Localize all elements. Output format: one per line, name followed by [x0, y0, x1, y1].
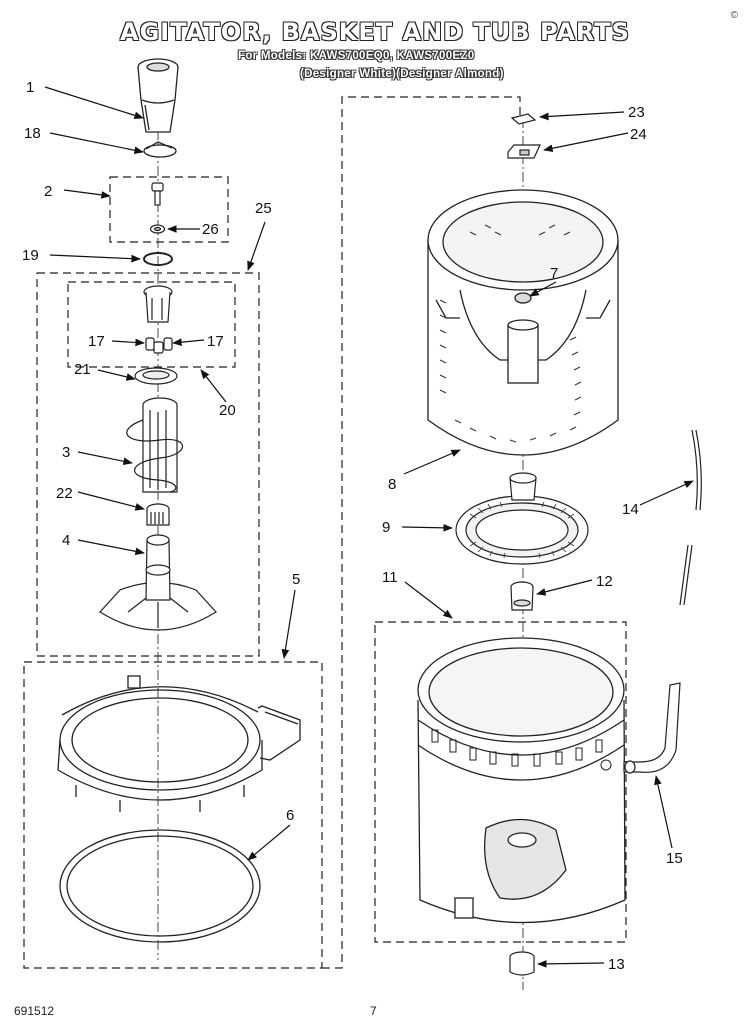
callout-19: 19: [22, 247, 39, 264]
callout-23: 23: [628, 104, 645, 121]
callout-22: 22: [56, 485, 73, 502]
diagram-title: AGITATOR, BASKET AND TUB PARTS: [120, 18, 630, 46]
part-5-tub-ring: [57, 675, 301, 812]
group-box-25: [36, 272, 260, 657]
group-box-11: [374, 621, 627, 943]
tub-slots: [431, 729, 612, 771]
leader-9: [401, 523, 453, 532]
part-15-drain-hose: [623, 682, 681, 774]
connector-line: [322, 96, 521, 969]
part-3-agitator-barrel: [126, 397, 183, 493]
callout-1: 1: [26, 79, 34, 96]
part-19-ring: [143, 252, 173, 266]
part-2-bolt: [149, 182, 166, 234]
callout-6: 6: [286, 807, 294, 824]
part-6-snap-ring: [59, 829, 261, 943]
leader-11: [404, 581, 453, 619]
model-finishes: (Designer White)(Designer Almond): [300, 68, 504, 80]
drawing-code: 691512: [14, 1004, 55, 1018]
callout-15: 15: [666, 850, 683, 867]
callout-8: 8: [388, 476, 396, 493]
leader-19: [49, 254, 141, 263]
leader-14: [639, 480, 694, 506]
part-23-clip: [510, 113, 537, 125]
leader-22: [77, 491, 145, 511]
leader-7: [529, 281, 557, 297]
leader-18: [49, 132, 144, 155]
callout-7: 7: [550, 265, 558, 282]
callout-2: 2: [44, 183, 52, 200]
callout-5: 5: [292, 571, 300, 588]
leader-20: [200, 369, 227, 403]
leader-25: [247, 221, 266, 271]
callout-24: 24: [630, 126, 647, 143]
part-11-outer-tub: [417, 637, 626, 924]
callout-11: 11: [382, 569, 398, 586]
part-4-agitator-base: [99, 534, 217, 631]
callout-12: 12: [596, 573, 613, 590]
part-18-seal: [143, 141, 177, 158]
model-numbers: For Models: KAWS700EQ0, KAWS700EZ0: [238, 50, 475, 62]
part-24-cap: [507, 144, 541, 159]
leader-15: [654, 775, 673, 849]
callout-17-left: 17: [88, 333, 105, 350]
leader-8: [403, 449, 461, 475]
part-9-hub: [455, 472, 589, 565]
leader-4: [77, 539, 145, 556]
leader-23: [539, 111, 625, 121]
part-22-spline: [146, 503, 170, 526]
callout-20: 20: [219, 402, 236, 419]
leader-17a: [111, 338, 145, 347]
callout-17-right: 17: [207, 333, 224, 350]
hub-teeth: [469, 501, 575, 559]
callout-9: 9: [382, 519, 390, 536]
callout-25: 25: [255, 200, 272, 217]
corner-mark: ©: [730, 10, 738, 21]
part-12-bearing: [510, 581, 534, 611]
leader-3: [77, 451, 133, 466]
group-box-5: [23, 661, 323, 969]
group-box-2: [109, 176, 229, 243]
leader-13: [537, 960, 605, 968]
callout-18: 18: [24, 125, 41, 142]
leader-21: [97, 369, 136, 381]
page-number: 7: [370, 1004, 377, 1018]
callout-4: 4: [62, 532, 70, 549]
callout-14: 14: [622, 501, 639, 518]
callout-26: 26: [202, 221, 219, 238]
leader-5: [281, 589, 296, 659]
part-8-basket: [427, 189, 619, 456]
part-fabric-softener-cup: [137, 58, 179, 133]
leader-12: [536, 579, 593, 596]
callout-3: 3: [62, 444, 70, 461]
callout-13: 13: [608, 956, 625, 973]
leader-17b: [172, 338, 205, 346]
leader-1: [44, 86, 144, 120]
part-20-dog-assembly: [134, 285, 178, 385]
leader-2: [63, 189, 111, 199]
group-box-20: [67, 281, 236, 368]
leader-6: [247, 824, 291, 861]
basket-perforations: [439, 224, 582, 443]
callout-21: 21: [74, 361, 91, 378]
part-14-hose: [679, 429, 702, 606]
leader-24: [543, 132, 629, 153]
part-13-nut: [509, 951, 535, 976]
